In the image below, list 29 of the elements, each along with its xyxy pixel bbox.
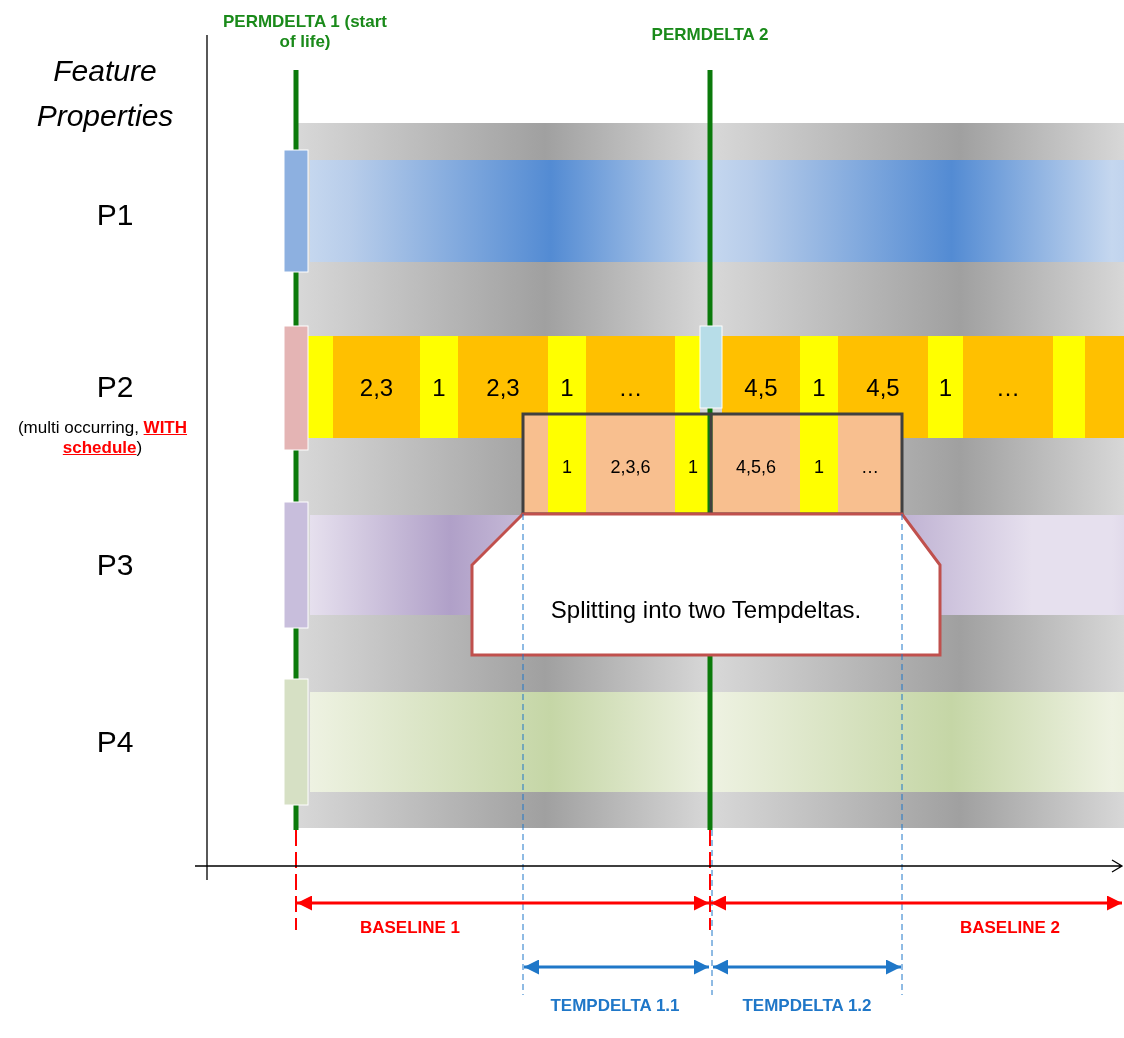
occurrence-value: 4,5 (744, 373, 778, 403)
occurrence-value: 2,3 (359, 373, 394, 403)
property-note: (multi occurring, WITH schedule) (16, 417, 189, 459)
property-label: P2 (96, 369, 134, 405)
tempdelta-label: TEMPDELTA 1.2 (742, 995, 872, 1017)
axis-title: Feature Properties (35, 52, 175, 134)
occurrence-value: 1 (938, 373, 953, 403)
property-label: P3 (96, 547, 134, 583)
milestone-label: PERMDELTA 1 (start of life) (221, 11, 388, 53)
occurrence-value: 1 (432, 373, 446, 403)
milestone-label: PERMDELTA 2 (651, 24, 769, 46)
baseline-label: BASELINE 1 (359, 917, 461, 939)
occurrence-value: 1 (812, 373, 826, 403)
occurrence-value: 1 (562, 457, 572, 479)
occurrence-value: 4,5,6 (735, 457, 776, 479)
occurrence-value: 2,3 (486, 373, 520, 403)
occurrence-value: 4,5 (866, 373, 900, 403)
occurrence-value: 1 (688, 457, 698, 479)
property-label: P1 (96, 197, 134, 233)
occurrence-value: 1 (814, 457, 824, 479)
occurrence-value: … (996, 373, 1020, 403)
occurrence-value: 1 (560, 373, 574, 403)
baseline-label: BASELINE 2 (959, 917, 1061, 939)
tempdelta-label: TEMPDELTA 1.1 (550, 995, 680, 1017)
occurrence-value: 2,3,6 (610, 457, 651, 479)
property-label: P4 (96, 724, 134, 760)
occurrence-value: … (618, 373, 643, 403)
callout-text: Splitting into two Tempdeltas. (550, 596, 862, 624)
occurrence-value: … (861, 457, 879, 479)
